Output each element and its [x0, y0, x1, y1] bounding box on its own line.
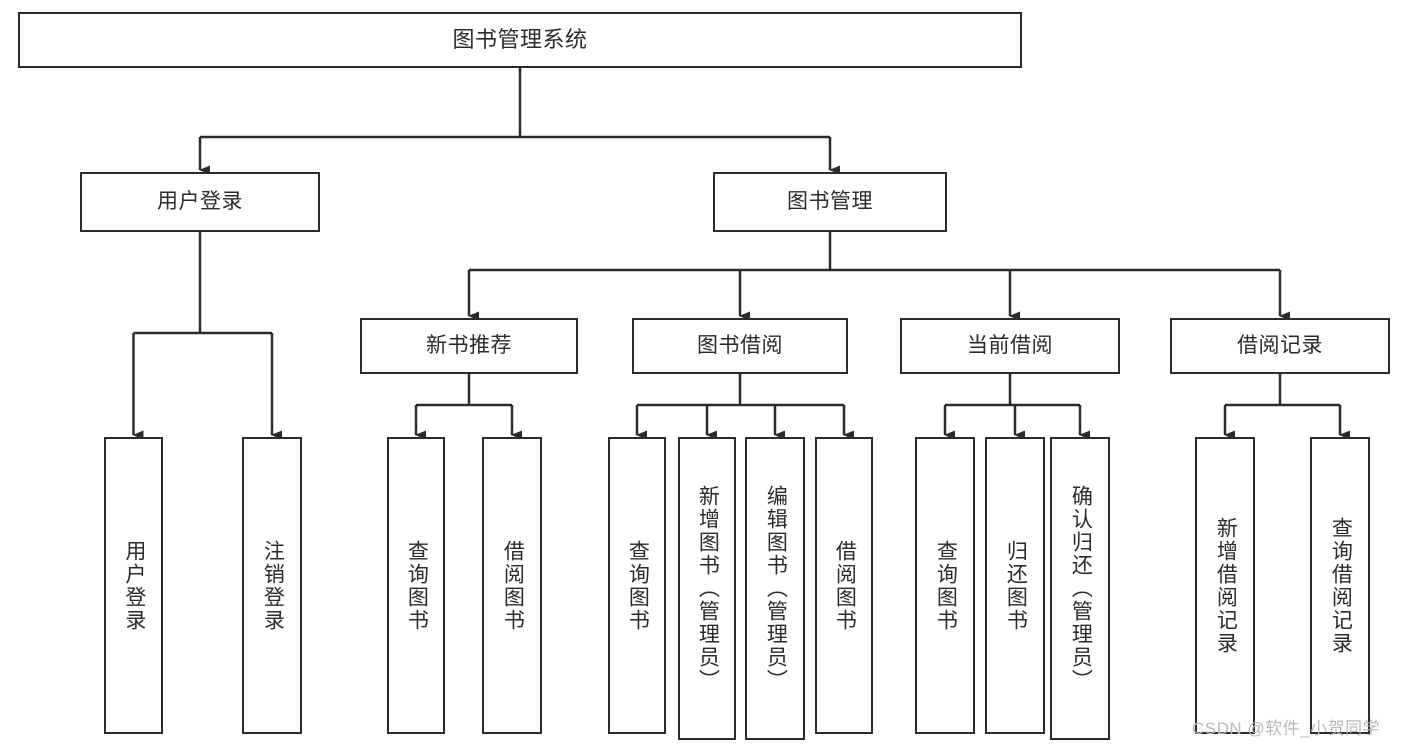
node-leaf-borrow-add[interactable]: 新增图书（管理员） [678, 437, 736, 740]
node-label: 图书借阅 [697, 333, 783, 357]
node-label: 注销登录 [261, 539, 285, 632]
node-leaf-cur-return[interactable]: 归还图书 [985, 437, 1045, 734]
node-label: 用户登录 [122, 539, 146, 632]
node-label: 新书推荐 [426, 333, 512, 357]
node-label: 新增图书（管理员） [696, 485, 720, 692]
node-leaf-borrow-query[interactable]: 查询图书 [608, 437, 666, 734]
node-leaf-rec-add[interactable]: 新增借阅记录 [1195, 437, 1255, 734]
edges-group [132, 68, 1350, 440]
node-label: 确认归还（管理员） [1069, 485, 1093, 692]
node-l2-book-manage[interactable]: 图书管理 [713, 172, 947, 232]
node-leaf-cur-confirm[interactable]: 确认归还（管理员） [1050, 437, 1110, 740]
node-label: 编辑图书（管理员） [764, 485, 788, 692]
node-label: 用户登录 [157, 189, 243, 213]
node-label: 归还图书 [1004, 539, 1028, 632]
node-label: 借阅图书 [833, 539, 857, 632]
node-label: 借阅图书 [501, 539, 525, 632]
node-label: 借阅记录 [1237, 333, 1323, 357]
node-l3-book-borrow[interactable]: 图书借阅 [632, 318, 848, 374]
node-label: 新增借阅记录 [1214, 516, 1238, 655]
node-root[interactable]: 图书管理系统 [18, 12, 1022, 68]
node-l3-current-borrow[interactable]: 当前借阅 [900, 318, 1120, 374]
node-label: 查询图书 [405, 539, 429, 632]
node-label: 查询图书 [626, 539, 650, 632]
node-label: 当前借阅 [967, 333, 1053, 357]
node-label: 图书管理系统 [452, 27, 588, 53]
node-label: 图书管理 [787, 189, 873, 213]
node-l2-user-login[interactable]: 用户登录 [80, 172, 320, 232]
node-leaf-cur-query[interactable]: 查询图书 [915, 437, 975, 734]
node-leaf-rec-borrow[interactable]: 借阅图书 [482, 437, 542, 734]
node-leaf-borrow-lend[interactable]: 借阅图书 [815, 437, 873, 734]
node-leaf-rec-query2[interactable]: 查询借阅记录 [1310, 437, 1370, 734]
node-leaf-user-login[interactable]: 用户登录 [104, 437, 163, 734]
node-leaf-user-logout[interactable]: 注销登录 [242, 437, 302, 734]
node-label: 查询图书 [934, 539, 958, 632]
node-l3-borrow-record[interactable]: 借阅记录 [1170, 318, 1390, 374]
node-l3-new-book-rec[interactable]: 新书推荐 [360, 318, 578, 374]
node-label: 查询借阅记录 [1329, 516, 1353, 655]
node-leaf-rec-query[interactable]: 查询图书 [387, 437, 445, 734]
node-leaf-borrow-edit[interactable]: 编辑图书（管理员） [745, 437, 805, 740]
